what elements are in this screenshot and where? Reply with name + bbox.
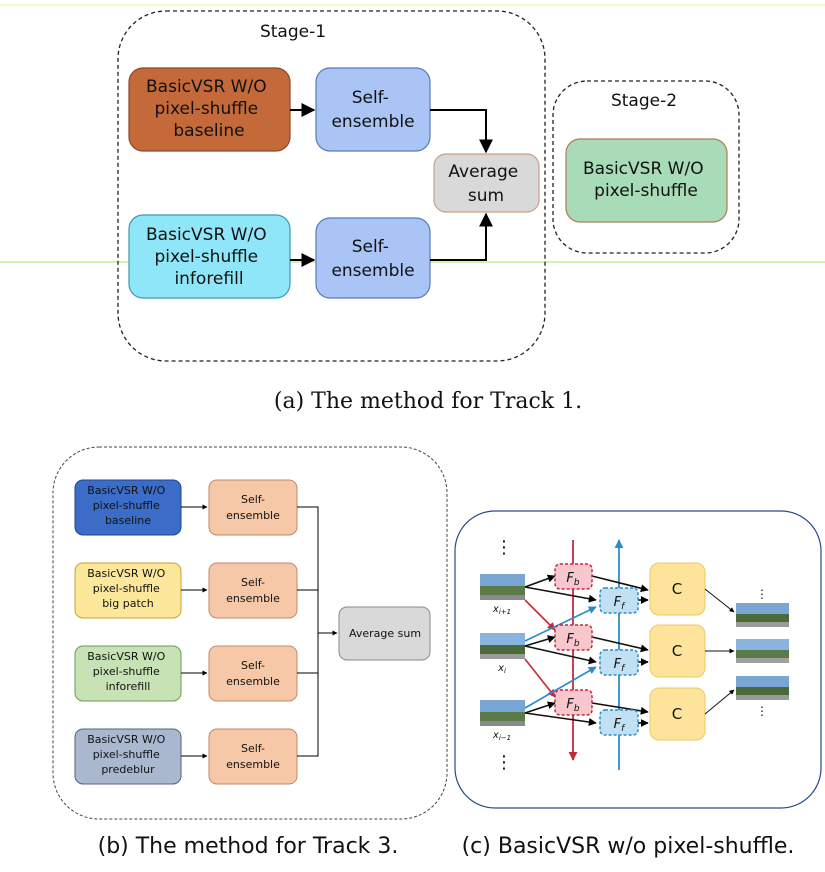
track3-arrows: [181, 504, 338, 759]
ff-label-3: Ff: [614, 717, 626, 734]
track3-model-4: BasicVSR W/O pixel-shuffle predeblur: [74, 728, 182, 785]
ff-box-3: [599, 709, 639, 736]
c-label-2: C: [672, 642, 682, 660]
average-sum-box: [433, 153, 540, 213]
c-boxes: C C C: [649, 562, 706, 741]
track3-ensembles: Self-ensemble Self-ensemble Self-ensembl…: [208, 479, 298, 785]
track3-ensemble-label-1: Self-ensemble: [226, 493, 280, 522]
basicvsr-diagram: ⋮ ⋮ ⋮ ⋮ xi+1 xi xi−1: [454, 510, 822, 859]
track3-ensemble-box-2: [208, 562, 298, 619]
track3-diagram: BasicVSR W/O pixel-shuffle baseline Basi…: [52, 446, 448, 859]
caption-track1: (a) The method for Track 1.: [274, 389, 582, 414]
x-label-3: xi−1: [492, 730, 511, 742]
output-frame-1: [736, 603, 789, 627]
track3-model-3: BasicVSR W/O pixel-shuffle inforefill: [74, 645, 182, 702]
self-ensemble-label-1: Self- ensemble: [331, 88, 414, 132]
ff-box-2: [599, 649, 639, 676]
output-arrow-1: [704, 588, 735, 613]
stage2-label: Stage-2: [611, 91, 677, 111]
fb-label-1: Fb: [566, 571, 579, 588]
fb-label-2: Fb: [566, 632, 579, 649]
track3-ensemble-box-3: [208, 645, 298, 702]
output-frame-2: [736, 639, 789, 663]
track3-ensemble-label-4: Self-ensemble: [226, 742, 280, 771]
track3-model-label-baseline: BasicVSR W/O pixel-shuffle baseline: [87, 484, 169, 527]
track3-ensemble-label-3: Self-ensemble: [226, 659, 280, 688]
baseline-model-label: BasicVSR W/O pixel-shuffle baseline: [146, 77, 272, 141]
arrow-ensemble2-to-average: [430, 212, 493, 261]
caption-basicvsr: (c) BasicVSR w/o pixel-shuffle.: [462, 834, 795, 859]
c-label-3: C: [672, 705, 682, 723]
input-frame-3: [480, 700, 525, 726]
track3-model-label-inforefill: BasicVSR W/O pixel-shuffle inforefill: [87, 650, 169, 693]
fb-box-3: [554, 689, 593, 716]
basicvsr-container: [454, 510, 822, 809]
fb-box-1: [554, 563, 593, 590]
track3-ensemble-box-4: [208, 728, 298, 785]
x-label-2: xi: [497, 663, 506, 675]
inforefill-model-box: [128, 214, 291, 299]
input-frame-1: [480, 574, 525, 600]
self-ensemble-label-2: Self- ensemble: [331, 237, 414, 281]
output-frame-3: [736, 676, 789, 700]
track3-average-sum-label: Average sum: [349, 627, 421, 640]
input-frame-2: [480, 633, 525, 659]
ellipsis-right-top: ⋮: [756, 587, 768, 601]
average-sum-label: Average sum: [448, 162, 523, 206]
inforefill-model-label: BasicVSR W/O pixel-shuffle inforefill: [146, 225, 272, 289]
fb-box-2: [554, 624, 593, 651]
track3-ensemble-label-2: Self-ensemble: [226, 576, 280, 605]
stage2-container: [552, 80, 740, 254]
stage1-container: [117, 10, 546, 362]
track3-model-2: BasicVSR W/O pixel-shuffle big patch: [74, 562, 182, 619]
arrow-ensemble1-to-average: [430, 109, 493, 154]
stage2-model-box: [565, 138, 728, 223]
ff-label-2: Ff: [614, 657, 626, 674]
fb-boxes: Fb Fb Fb: [554, 563, 593, 716]
track3-container: [52, 446, 448, 820]
track3-ensemble-box-1: [208, 479, 298, 536]
ff-boxes: Ff Ff Ff: [599, 587, 639, 736]
track3-model-1: BasicVSR W/O pixel-shuffle baseline: [74, 479, 182, 536]
caption-track3: (b) The method for Track 3.: [98, 834, 399, 859]
connection-lines: [524, 574, 649, 727]
x-label-1: xi+1: [492, 604, 511, 616]
ellipsis-bottom: ⋮: [495, 752, 513, 773]
stage1-label: Stage-1: [260, 22, 326, 42]
ff-box-1: [599, 587, 639, 614]
track3-model-label-predeblur: BasicVSR W/O pixel-shuffle predeblur: [87, 733, 169, 776]
c-label-1: C: [672, 580, 682, 598]
ellipsis-right-bottom: ⋮: [756, 704, 768, 718]
self-ensemble-box-1: [315, 67, 431, 152]
track3-model-label-big-patch: BasicVSR W/O pixel-shuffle big patch: [87, 567, 169, 610]
track1-diagram: Stage-1 BasicVSR W/O pixel-shuffle basel…: [117, 10, 740, 414]
output-arrow-3: [704, 689, 735, 715]
fb-label-3: Fb: [566, 697, 579, 714]
stage2-model-label: BasicVSR W/O pixel-shuffle: [583, 159, 709, 201]
self-ensemble-box-2: [315, 217, 431, 299]
track3-merge-line: [297, 506, 319, 757]
track3-average-sum-box: [338, 606, 431, 661]
ellipsis-top: ⋮: [495, 537, 513, 558]
ff-label-1: Ff: [614, 595, 626, 612]
